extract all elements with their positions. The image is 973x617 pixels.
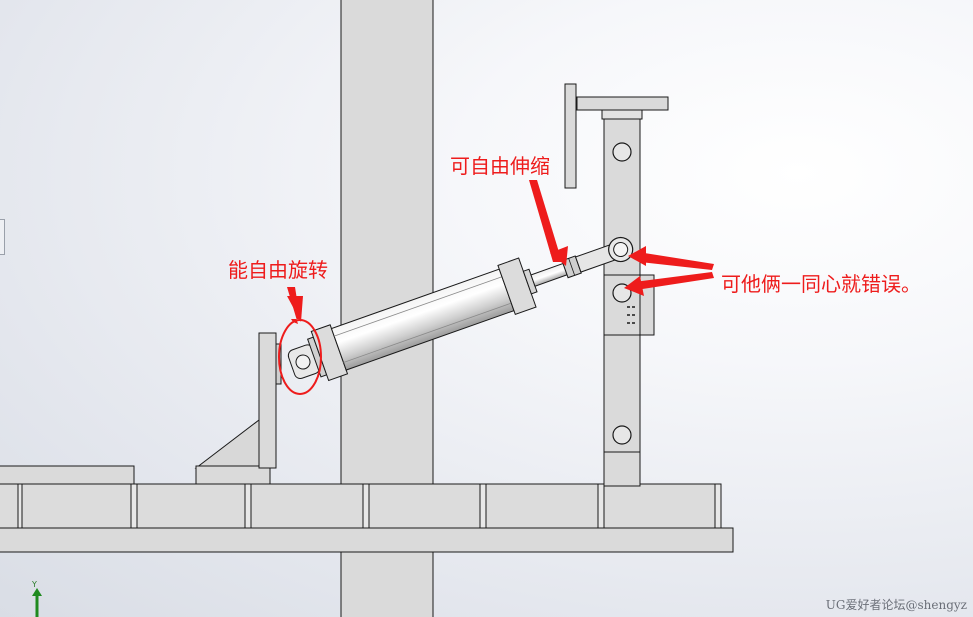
concentric-arrow-lower: [634, 272, 714, 290]
base-beam-segments: [0, 483, 722, 529]
concentric-error-annotation: 可他俩一同心就错误。: [721, 272, 921, 296]
extend-arrow: [529, 180, 562, 262]
base-plate: [0, 527, 734, 553]
left-block: [0, 465, 135, 487]
coordinate-triad: Y: [27, 580, 47, 617]
concentric-arrow-upper: [638, 252, 714, 270]
y-axis-arrow-icon: [32, 588, 42, 617]
rotate-annotation: 能自由旋转: [228, 258, 328, 282]
watermark: UG爱好者论坛@shengyz: [825, 598, 967, 612]
extend-annotation: 可自由伸缩: [450, 154, 550, 178]
left-mount-bracket: [194, 332, 282, 485]
right-post: [564, 83, 669, 487]
hydraulic-cylinder: [287, 236, 634, 382]
left-panel-tab[interactable]: [0, 219, 5, 255]
triad-axis-label: Y: [32, 580, 37, 589]
arrow-heads: [287, 246, 646, 322]
